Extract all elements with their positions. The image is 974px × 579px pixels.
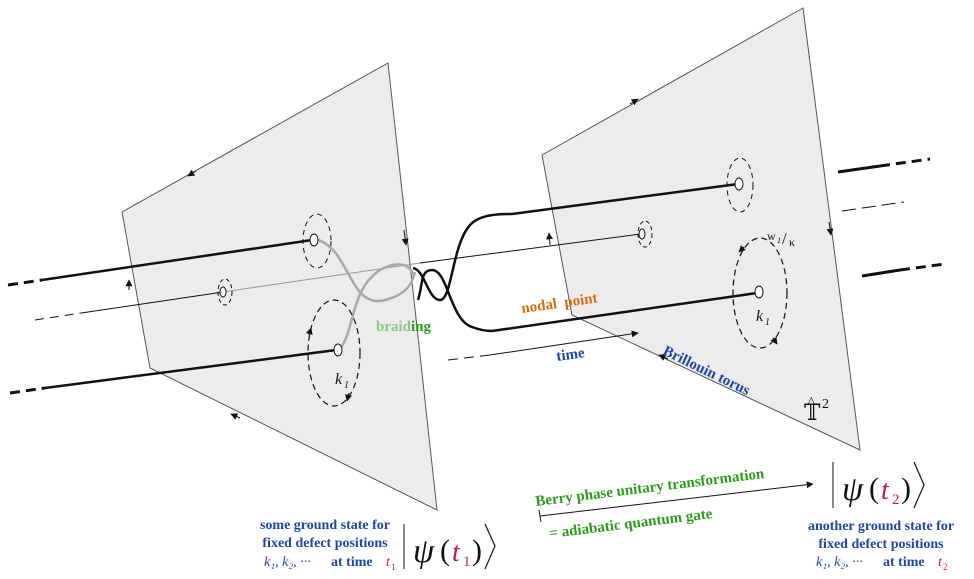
svg-text:κ: κ bbox=[789, 235, 795, 249]
braiding-label: braiding bbox=[376, 319, 432, 335]
right-brillouin-sheet bbox=[541, 7, 861, 451]
svg-text:t: t bbox=[452, 537, 461, 568]
svg-text:1: 1 bbox=[777, 236, 781, 245]
left-state-description: some ground state for fixed defect posit… bbox=[260, 518, 390, 551]
berry-phase-arrow bbox=[539, 481, 814, 517]
right-sheet-edge-arrow-top bbox=[629, 98, 639, 106]
worldline-bottom-left bbox=[44, 348, 337, 390]
worldline-top-left-dashed bbox=[7, 278, 43, 287]
svg-text:2: 2 bbox=[822, 397, 829, 412]
torus-symbol: 𝕋 ^ 2 bbox=[804, 395, 829, 425]
left-state-ket: ψ ( t 1 ) bbox=[403, 523, 496, 570]
time-arrow-dashed bbox=[447, 354, 491, 361]
svg-text:𝕋: 𝕋 bbox=[804, 400, 821, 425]
left-sheet-edge-arrow-bottom bbox=[230, 413, 241, 420]
svg-text:at time: at time bbox=[883, 555, 925, 570]
svg-text:fixed defect positions: fixed defect positions bbox=[262, 536, 388, 551]
svg-text:t: t bbox=[938, 555, 943, 570]
adiabatic-gate-label: = adiabatic quantum gate bbox=[549, 506, 714, 542]
svg-text:some ground state for: some ground state for bbox=[260, 518, 390, 533]
left-sheet-edge-arrow-right bbox=[401, 229, 409, 246]
svg-text:another ground state for: another ground state for bbox=[808, 519, 954, 534]
right-state-time: k₁, k₂, ··· at time t 2 bbox=[816, 555, 948, 572]
right-state-ket: ψ ( t 2 ) bbox=[832, 461, 925, 509]
svg-text:2: 2 bbox=[943, 562, 948, 572]
right-state-description: another ground state for fixed defect po… bbox=[808, 519, 954, 552]
defect-marker-right-bottom bbox=[732, 237, 788, 349]
right-sheet-edge-arrow-bottom bbox=[658, 354, 669, 361]
defect-marker-left-top bbox=[302, 213, 332, 269]
svg-text:w: w bbox=[767, 229, 776, 243]
worldline-top-left bbox=[41, 238, 313, 282]
worldline-top-right-exit bbox=[837, 164, 881, 174]
svg-text:(: ( bbox=[440, 534, 450, 567]
svg-text:ψ: ψ bbox=[842, 471, 864, 508]
svg-text:1: 1 bbox=[765, 317, 770, 328]
braid-strand-gray-1 bbox=[317, 238, 417, 303]
worldline-top-right-exit-dashed bbox=[879, 157, 931, 168]
defect-marker-left-bottom bbox=[305, 299, 361, 407]
worldline-bottom-right-exit-dashed bbox=[899, 262, 946, 272]
svg-text:k₁, k₂, ···: k₁, k₂, ··· bbox=[816, 555, 863, 570]
svg-text:k: k bbox=[756, 308, 764, 325]
svg-text:/: / bbox=[782, 229, 787, 248]
svg-text:): ) bbox=[901, 472, 911, 505]
time-arrow bbox=[489, 330, 639, 356]
svg-text:^: ^ bbox=[808, 395, 815, 410]
worldline-bottom-right-exit bbox=[861, 268, 901, 278]
k-label-left: k 1 bbox=[335, 371, 349, 391]
braid-strand-black-1 bbox=[412, 212, 513, 302]
defect-marker-right-middle bbox=[637, 220, 653, 248]
right-sheet-edge-arrow-left bbox=[546, 232, 554, 246]
right-sheet-edge-arrow-right bbox=[826, 221, 834, 236]
berry-phase-arrow-tail bbox=[538, 509, 542, 523]
svg-text:(: ( bbox=[869, 472, 879, 505]
worldline-middle-left bbox=[87, 291, 224, 313]
worldline-bottom-left-dashed bbox=[9, 386, 46, 395]
svg-text:): ) bbox=[472, 534, 482, 567]
svg-text:k: k bbox=[335, 371, 343, 388]
worldline-middle-left-dashed bbox=[34, 311, 89, 321]
svg-text:1: 1 bbox=[391, 562, 396, 572]
svg-text:ψ: ψ bbox=[413, 533, 435, 570]
svg-text:t: t bbox=[881, 475, 890, 506]
svg-text:2: 2 bbox=[892, 492, 900, 508]
braid-strand-gray-2 bbox=[338, 263, 416, 350]
k-label-right: k 1 bbox=[756, 308, 770, 328]
defect-marker-right-top bbox=[726, 157, 754, 213]
left-state-time: k₁, k₂, ··· at time t 1 bbox=[264, 555, 396, 572]
winding-number-label: w 1 / κ bbox=[767, 229, 795, 249]
svg-text:k₁, k₂, ···: k₁, k₂, ··· bbox=[264, 555, 311, 570]
worldline-bottom-right bbox=[491, 291, 758, 333]
time-label: time bbox=[555, 345, 586, 365]
braid-strand-black-2 bbox=[416, 268, 493, 333]
svg-text:1: 1 bbox=[344, 380, 349, 391]
svg-text:at time: at time bbox=[331, 555, 373, 570]
worldline-top-right bbox=[511, 182, 739, 216]
left-brillouin-sheet bbox=[121, 62, 438, 511]
svg-text:t: t bbox=[386, 555, 391, 570]
svg-text:fixed defect positions: fixed defect positions bbox=[818, 537, 944, 552]
svg-text:1: 1 bbox=[463, 554, 471, 570]
worldline-middle-right-exit bbox=[841, 201, 905, 212]
defect-marker-left-middle bbox=[217, 278, 233, 306]
worldline-middle-right bbox=[419, 233, 642, 264]
left-sheet-edge-arrow-top bbox=[187, 169, 197, 177]
